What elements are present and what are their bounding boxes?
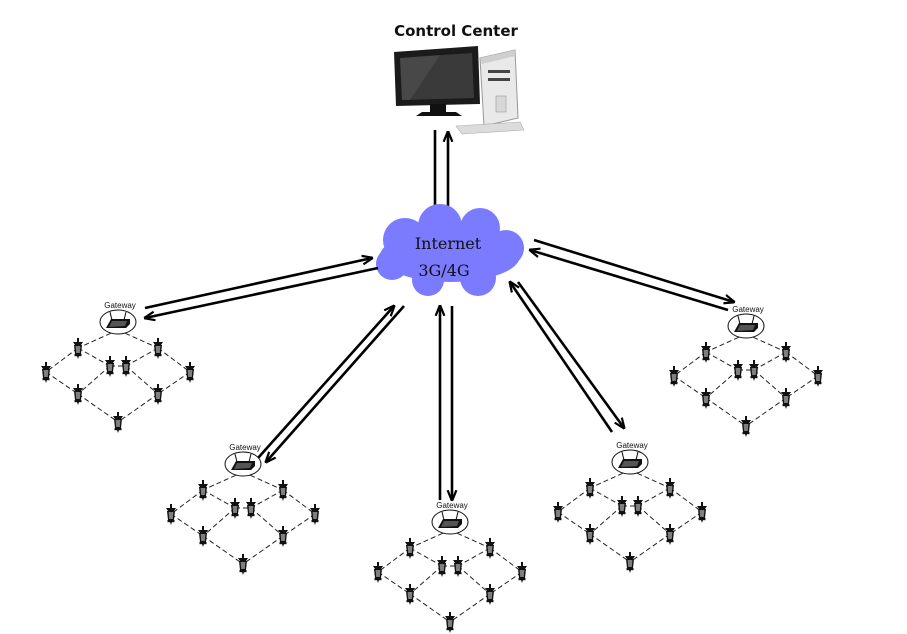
link-cloud-cluster-3 <box>440 306 452 500</box>
gateway-label: Gateway <box>104 301 136 310</box>
link-cloud-cluster-1 <box>145 258 379 318</box>
link-cloud-cluster-5 <box>530 238 734 312</box>
streetlight-cluster-3: Gateway <box>373 501 527 633</box>
streetlight-cluster-4: Gateway <box>553 441 707 573</box>
control-center: Control Center <box>394 22 525 135</box>
streetlight-cluster-1: Gateway <box>41 301 195 433</box>
gateway-label: Gateway <box>732 305 764 314</box>
link-cloud-cluster-2 <box>257 306 405 462</box>
control-center-label: Control Center <box>394 22 518 40</box>
cloud-icon <box>376 204 524 296</box>
internet-cloud: Internet 3G/4G <box>376 204 524 296</box>
link-cloud-cluster-4 <box>510 282 624 433</box>
streetlight-cluster-2: Gateway <box>166 443 320 575</box>
streetlight-cluster-5: Gateway <box>669 305 823 437</box>
gateway-label: Gateway <box>436 501 468 510</box>
link-control-center-cloud <box>435 130 448 218</box>
cloud-label-internet: Internet <box>415 234 482 253</box>
gateway-label: Gateway <box>616 441 648 450</box>
desktop-computer-icon <box>394 46 525 135</box>
gateway-label: Gateway <box>229 443 261 452</box>
cloud-label-network: 3G/4G <box>418 261 469 280</box>
